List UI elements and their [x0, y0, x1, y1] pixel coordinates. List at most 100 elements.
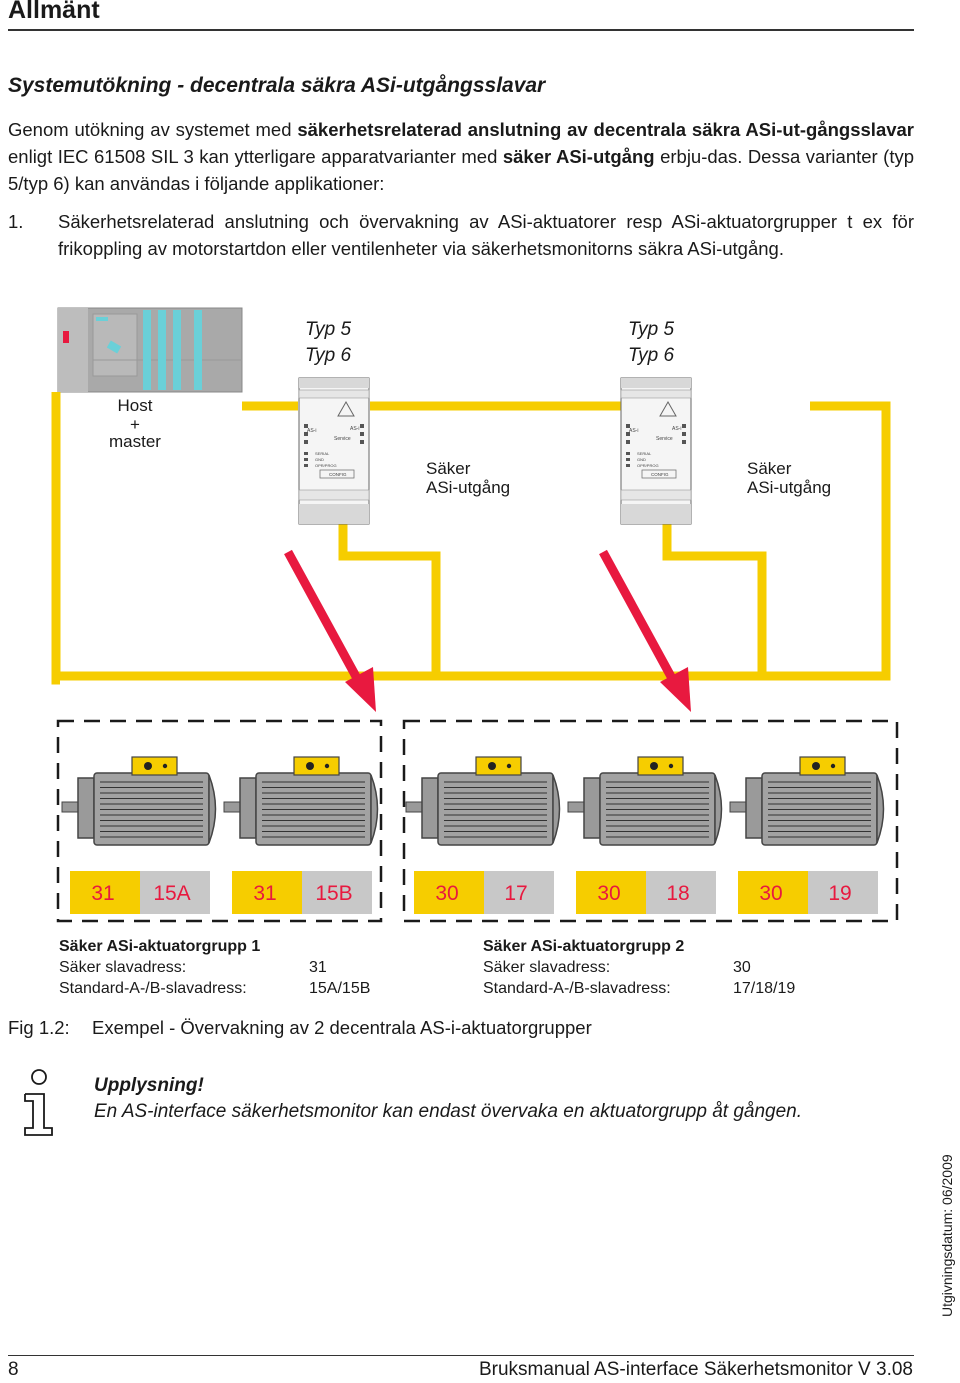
standard-address-text: 15B [315, 882, 352, 905]
group-1-title: Säker ASi-aktuatorgrupp 1 [59, 938, 261, 955]
group-2-std-value: 17/18/19 [733, 980, 796, 997]
safe-address-text: 31 [253, 882, 276, 905]
motor-flange [745, 777, 763, 839]
motor-terminal-screw [488, 762, 496, 770]
safe-address-cell [232, 871, 302, 914]
host-label-2: + [130, 415, 140, 434]
intro-text-2: enligt IEC 61508 SIL 3 kan ytterligare a… [8, 146, 503, 167]
safe-address-cell [414, 871, 484, 914]
standard-address-text: 15A [153, 882, 190, 905]
standard-address-cell [302, 871, 372, 914]
intro-paragraph: Genom utökning av systemet med säkerhets… [8, 116, 914, 197]
motor-end-cap [370, 774, 379, 844]
motor-terminal-screw [162, 763, 168, 769]
intro-text-3: erbju-das. Dessa varianter (typ 5/typ 6)… [8, 146, 914, 194]
monitor-2-asi-left: AS-i [629, 428, 638, 434]
figure-label: Fig 1.2: [8, 1017, 70, 1038]
group-2-std-label: Standard-A-/B-slavadress: [483, 980, 671, 997]
safe-address-text: 30 [435, 882, 458, 905]
motor-terminal-screw [650, 762, 658, 770]
group-2-safe-label: Säker slavadress: [483, 959, 611, 976]
standard-address-text: 18 [666, 882, 689, 905]
group-2-title: Säker ASi-aktuatorgrupp 2 [483, 938, 685, 955]
monitor-1-asi-left: AS-i [307, 428, 316, 434]
note-title: Upplysning! [94, 1075, 204, 1096]
standard-address-text: 19 [828, 882, 851, 905]
figure-caption: Exempel - Övervakning av 2 decentrala AS… [92, 1017, 592, 1038]
page-number: 8 [8, 1359, 19, 1380]
actuator-group-1-box [56, 719, 383, 923]
motor-terminal-box [475, 756, 522, 776]
safe-address-cell [70, 871, 140, 914]
monitor-2-asi: AS-i [672, 426, 681, 432]
intro-bold-1: säkerhetsrelaterad anslutning av decentr… [297, 119, 915, 140]
monitor-1-ind-3: OPR/PROG [315, 463, 337, 468]
footer-title: Bruksmanual AS-interface Säkerhetsmonito… [478, 1359, 913, 1380]
group-1-safe-label: Säker slavadress: [59, 959, 187, 976]
intro-bold-2: säker ASi-utgång [502, 146, 655, 167]
actuator-group-2-box [402, 719, 899, 923]
monitor-1-ind-2: GND [315, 457, 324, 462]
standard-address-cell [484, 871, 554, 914]
motor-5 [729, 756, 885, 846]
standard-address-cell [140, 871, 210, 914]
monitor-2-ind-1: SERIAL [637, 451, 652, 456]
list-number: 1. [8, 211, 24, 232]
motor-terminal-screw [830, 763, 836, 769]
subtitle: Systemutökning - decentrala säkra ASi-ut… [8, 74, 546, 97]
group-1-std-label: Standard-A-/B-slavadress: [59, 980, 247, 997]
motor-end-cap [714, 774, 723, 844]
motor-1 [61, 756, 217, 846]
safe-address-cell [576, 871, 646, 914]
monitor-2-service: Service [656, 436, 673, 442]
standard-address-text: 17 [504, 882, 527, 905]
output-1-label-1: Säker [426, 459, 471, 478]
monitor-1-ind-1: SERIAL [315, 451, 330, 456]
motor-terminal-box [799, 756, 846, 776]
motor-flange [583, 777, 601, 839]
monitor-2-ind-3: OPR/PROG [637, 463, 659, 468]
group-1-safe-value: 31 [309, 959, 327, 976]
monitor-2-config: CONFIG [651, 472, 669, 477]
output-1-label-2: ASi-utgång [426, 478, 510, 497]
safety-monitor-2: AS-i AS-i Service SERIAL GND OPR/PROG CO… [620, 377, 692, 525]
safe-address-cell [738, 871, 808, 914]
motor-terminal-screw [144, 762, 152, 770]
motor-3 [405, 756, 561, 846]
motor-terminal-box [293, 756, 340, 776]
monitor-1-service: Service [334, 436, 351, 442]
host-label-3: master [109, 432, 161, 451]
yellow-asi-bus [51, 392, 891, 685]
motor-terminal-screw [306, 762, 314, 770]
group-1-std-value: 15A/15B [309, 980, 371, 997]
red-arrow-2 [599, 549, 691, 712]
output-2-label-2: ASi-utgång [747, 478, 831, 497]
host-master-device [57, 307, 243, 393]
system-diagram: AS-i AS-i Service SERIAL GND OPR/PROG CO… [51, 307, 899, 923]
motor-4 [567, 756, 723, 846]
publication-date: Utgivningsdatum: 06/2009 [938, 1137, 960, 1317]
monitor-1-type-5: Typ 5 [305, 319, 352, 340]
info-icon [24, 1069, 53, 1136]
motor-terminal-screw [668, 763, 674, 769]
title-rule [8, 29, 914, 31]
standard-address-cell [646, 871, 716, 914]
monitor-1-asi: AS-i [350, 426, 359, 432]
safety-monitor-1: AS-i AS-i Service SERIAL GND OPR/PROG CO… [298, 377, 370, 525]
motor-end-cap [552, 774, 561, 844]
monitor-2-ind-2: GND [637, 457, 646, 462]
motor-terminal-box [637, 756, 684, 776]
group-2-safe-value: 30 [733, 959, 751, 976]
safe-address-text: 30 [759, 882, 782, 905]
intro-text-1: Genom utökning av systemet med [8, 119, 298, 140]
output-2-label-1: Säker [747, 459, 792, 478]
motor-flange [77, 777, 95, 839]
motor-terminal-screw [324, 763, 330, 769]
motor-flange [239, 777, 257, 839]
list-text: Säkerhetsrelaterad anslutning och överva… [58, 211, 914, 259]
red-arrow-1 [284, 549, 376, 712]
motor-terminal-screw [812, 762, 820, 770]
address-badge-3: 30 17 [414, 871, 554, 914]
